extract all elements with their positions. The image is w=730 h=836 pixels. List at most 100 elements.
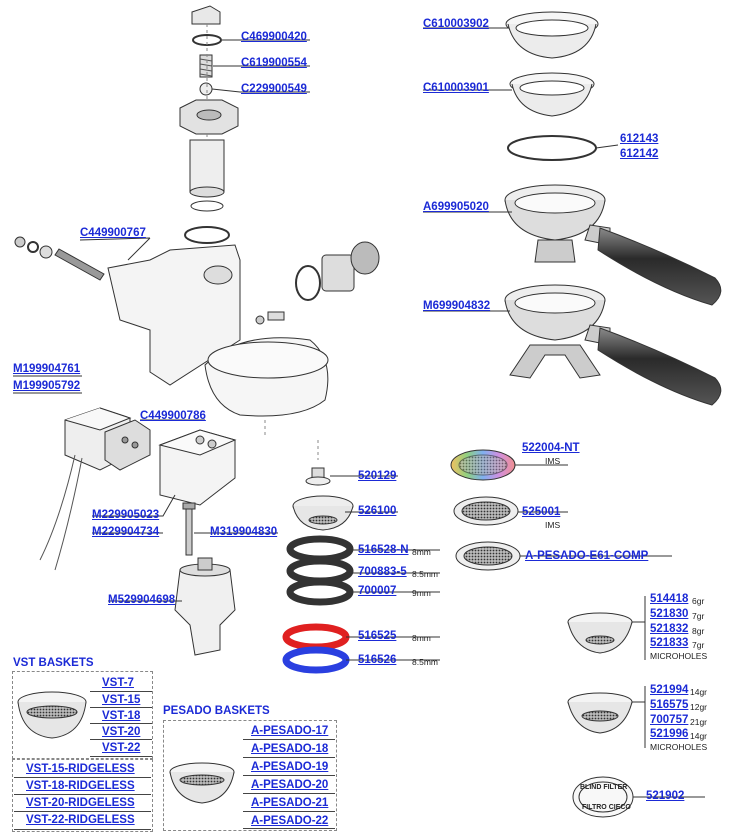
pesado-item[interactable]: A-PESADO-20 <box>251 779 329 791</box>
vst-ridgeless-item[interactable]: VST-22-RIDGELESS <box>26 814 135 826</box>
vst-cell: VST-20 <box>90 724 152 740</box>
portafilter-handle-2 <box>597 327 722 406</box>
part-C449900786[interactable]: C449900786 <box>140 410 206 422</box>
vst-item[interactable]: VST-22 <box>102 742 141 754</box>
shower-screens <box>450 449 521 571</box>
part-M229905023[interactable]: M229905023 <box>92 509 160 521</box>
part-520129[interactable]: 520129 <box>358 470 397 482</box>
vst-item[interactable]: VST-15 <box>102 694 141 706</box>
vst-item[interactable]: VST-18 <box>102 710 141 722</box>
side-oring <box>295 265 321 301</box>
part-612143[interactable]: 612143 <box>620 133 659 145</box>
note-8mm-b: 8mm <box>412 633 431 643</box>
note-7gr-a: 7gr <box>692 611 705 621</box>
pesado-basket-image <box>169 762 235 804</box>
part-521832[interactable]: 521832 <box>650 623 689 635</box>
vst-ridgeless-cell: VST-20-RIDGELESS <box>14 795 151 812</box>
part-521902[interactable]: 521902 <box>646 790 685 802</box>
part-514418[interactable]: 514418 <box>650 593 689 605</box>
vst-cell: VST-15 <box>90 692 152 708</box>
part-521994[interactable]: 521994 <box>650 684 689 696</box>
part-700007[interactable]: 700007 <box>358 585 397 597</box>
part-C449900767[interactable]: C449900767 <box>80 227 146 239</box>
part-700883-5[interactable]: 700883-5 <box>358 566 407 578</box>
part-C610003902[interactable]: C610003902 <box>423 18 489 30</box>
vst-ridgeless-item[interactable]: VST-18-RIDGELESS <box>26 780 135 792</box>
part-522004-NT[interactable]: 522004-NT <box>522 442 580 454</box>
pesado-cell: A-PESADO-20 <box>243 776 335 794</box>
part-C619900554[interactable]: C619900554 <box>241 57 307 69</box>
note-14gr-b: 14gr <box>690 731 708 741</box>
part-516526[interactable]: 516526 <box>358 654 397 666</box>
pesado-cell: A-PESADO-22 <box>243 812 335 829</box>
vst-baskets-title: VST BASKETS <box>13 657 94 669</box>
filter-baskets-right <box>567 612 634 818</box>
note-21gr: 21gr <box>690 717 708 727</box>
vst-cell: VST-7 <box>90 675 152 692</box>
gasket-dark-3 <box>286 578 354 606</box>
leader-lines <box>13 27 705 798</box>
group-head-assembly <box>14 5 380 460</box>
pesado-item[interactable]: A-PESADO-17 <box>251 725 329 737</box>
filter-holders <box>504 11 722 406</box>
note-microholes-2: MICROHOLES <box>650 742 708 752</box>
part-516528-N[interactable]: 516528-N <box>358 544 409 556</box>
part-521833[interactable]: 521833 <box>650 637 689 649</box>
note-ims-1: IMS <box>545 456 561 466</box>
portafilter-handle-1 <box>597 227 722 306</box>
part-526100[interactable]: 526100 <box>358 505 397 517</box>
pesado-cell: A-PESADO-19 <box>243 758 335 776</box>
part-M229904734[interactable]: M229904734 <box>92 526 160 538</box>
vst-ridgeless-cell: VST-22-RIDGELESS <box>14 812 151 830</box>
note-85mm-a: 8.5mm <box>412 569 438 579</box>
part-612142[interactable]: 612142 <box>620 148 659 160</box>
note-6gr: 6gr <box>692 596 705 606</box>
vst-ridgeless-cell: VST-15-RIDGELESS <box>14 761 151 778</box>
vst-basket-image <box>17 691 87 739</box>
part-M199905792[interactable]: M199905792 <box>13 380 81 392</box>
vst-cell: VST-22 <box>90 740 152 757</box>
gasket-blue <box>282 646 350 674</box>
part-M529904698[interactable]: M529904698 <box>108 594 176 606</box>
vst-baskets-box <box>12 671 153 759</box>
pesado-item[interactable]: A-PESADO-18 <box>251 743 329 755</box>
part-516525[interactable]: 516525 <box>358 630 397 642</box>
note-12gr: 12gr <box>690 702 708 712</box>
note-8gr: 8gr <box>692 626 705 636</box>
note-8mm-a: 8mm <box>412 547 431 557</box>
part-M319904830[interactable]: M319904830 <box>210 526 278 538</box>
part-700757[interactable]: 700757 <box>650 714 689 726</box>
pesado-item[interactable]: A-PESADO-22 <box>251 815 329 827</box>
part-525001[interactable]: 525001 <box>522 506 561 518</box>
pesado-baskets-box <box>163 720 337 831</box>
pesado-baskets-title: PESADO BASKETS <box>163 705 270 717</box>
screw-part <box>305 476 331 486</box>
vst-ridgeless-item[interactable]: VST-15-RIDGELESS <box>26 763 135 775</box>
solenoid-valve-assembly <box>39 407 237 656</box>
tube-gasket-2 <box>184 226 230 244</box>
part-516575[interactable]: 516575 <box>650 699 689 711</box>
long-screw-part <box>185 504 193 556</box>
note-85mm-b: 8.5mm <box>412 657 438 667</box>
ball-part <box>199 82 213 96</box>
part-M199904761[interactable]: M199904761 <box>13 363 81 375</box>
vst-ridgeless-box <box>12 759 153 832</box>
vst-item[interactable]: VST-7 <box>102 677 134 689</box>
gasket-dark-2 <box>286 557 354 585</box>
gasket-red <box>282 623 350 651</box>
vst-item[interactable]: VST-20 <box>102 726 141 738</box>
part-M699904832[interactable]: M699904832 <box>423 300 491 312</box>
part-521996[interactable]: 521996 <box>650 728 689 740</box>
part-521830[interactable]: 521830 <box>650 608 689 620</box>
pesado-item[interactable]: A-PESADO-21 <box>251 797 329 809</box>
part-C229900549[interactable]: C229900549 <box>241 83 307 95</box>
gasket-stack <box>282 467 354 674</box>
part-C610003901[interactable]: C610003901 <box>423 82 489 94</box>
tube-part <box>189 139 225 193</box>
part-A-PESADO-E61-COMP[interactable]: A-PESADO-E61-COMP <box>525 550 649 562</box>
pesado-item[interactable]: A-PESADO-19 <box>251 761 329 773</box>
vst-ridgeless-item[interactable]: VST-20-RIDGELESS <box>26 797 135 809</box>
part-A699905020[interactable]: A699905020 <box>423 201 489 213</box>
part-C469900420[interactable]: C469900420 <box>241 31 307 43</box>
